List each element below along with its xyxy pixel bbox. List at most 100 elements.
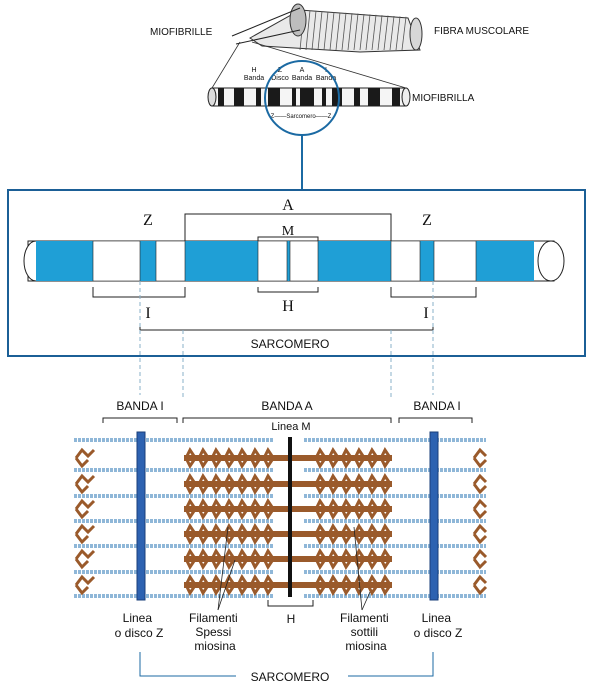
white-band [92,240,141,282]
myosin-head [314,498,326,520]
myosin-head [314,473,326,495]
fiber-stripe [335,12,341,51]
fiber-stripe [347,13,353,51]
edge-myosin-head [472,548,488,570]
z-left-label: Z [143,212,153,229]
white-band [257,240,288,282]
schematic-panel: A M Z Z H I I SARCOMERO [7,189,586,357]
myosin-head [314,574,326,596]
sarcomero-label-bottom: SARCOMERO [251,670,330,684]
myosin-head [249,523,261,545]
m-line-bracket [257,236,319,241]
blue-band [476,241,534,281]
myosin-head [262,473,274,495]
myofibril-band [322,88,326,106]
myosin-head [249,548,261,570]
myofibril-illustration [207,41,411,107]
myosin-head [379,548,391,570]
edge-myosin-head [74,523,96,545]
myosin-head [340,548,352,570]
m-line-label: M [282,224,295,239]
myosin-head [262,523,274,545]
edge-myosin-head [472,574,488,596]
myosin-head [327,473,339,495]
fiber-stripe [341,12,347,51]
schematic-frame [7,189,586,357]
miofibrille-label: MIOFIBRILLE [150,27,213,38]
z-right-label: Z [422,212,432,229]
myosin-head [340,473,352,495]
blue-band [185,241,258,281]
myosin-head [223,498,235,520]
myosin-head [262,574,274,596]
myosin-head [262,548,274,570]
fibra-muscolare-label: FIBRA MUSCOLARE [434,26,529,37]
tube-left-end [23,240,37,282]
myosin-head [379,447,391,469]
myosin-head [184,523,196,545]
myosin-head [262,447,274,469]
myosin-head [314,548,326,570]
myosin-head [197,498,209,520]
edge-myosin-head [472,473,488,495]
sottili-caption: Filamenti sottili miosina [340,611,392,653]
myosin-head [210,548,222,570]
inset-banda3-label: Banda [316,75,336,82]
myosin-head [366,498,378,520]
myofibril-band [354,88,360,106]
myosin-head [340,498,352,520]
myosin-head [314,447,326,469]
h-zone-label: H [282,298,294,315]
h-bottom-label: H [287,612,296,626]
blue-band [140,241,156,281]
i-left-label: I [145,305,150,322]
myosin-head [249,473,261,495]
edge-myosin-head [472,447,488,469]
h-bottom-bracket [267,600,314,607]
inset-sarcomero-label: Z——Sarcomero——Z [271,114,332,120]
linea-m-label: Linea M [271,421,310,433]
banda-a-bracket [182,417,392,423]
myosin-head [379,523,391,545]
myosin-head [249,574,261,596]
white-band [289,240,319,282]
fiber-stripe [401,16,407,51]
myosin-head [236,548,248,570]
i-right-label: I [423,305,428,322]
muscle-fiber-bundle [231,3,423,53]
myosin-head [184,498,196,520]
a-band-bracket [184,213,392,241]
myosin-head [353,548,365,570]
myofibril-band [292,88,296,106]
edge-myosin-head [74,473,96,495]
a-band-label: A [282,197,294,214]
m-line [288,437,292,597]
myosin-head [366,548,378,570]
myosin-head [366,473,378,495]
inset-banda2-label: Banda [292,75,312,82]
linea-right-caption: Linea o disco Z [414,611,463,640]
myosin-head [327,447,339,469]
myosin-head [327,498,339,520]
myosin-head [314,523,326,545]
fiber-stripe [377,15,383,51]
myosin-head [379,574,391,596]
myosin-head [249,498,261,520]
myosin-head [340,523,352,545]
myosin-head [340,447,352,469]
fiber-stripe [317,11,323,51]
myosin-head [223,447,235,469]
myosin-head [236,523,248,545]
myosin-head [366,523,378,545]
fiber-stripe [329,11,335,51]
spessi-caption: Filamenti Spessi miosina [189,611,241,653]
fiber-stripe [365,14,371,51]
myosin-head [236,447,248,469]
banda-i-left-bracket [102,417,178,423]
edge-myosin-head [74,548,96,570]
myosin-head [236,498,248,520]
myosin-head [327,574,339,596]
fiber-stripe [323,11,329,51]
myosin-head [366,574,378,596]
